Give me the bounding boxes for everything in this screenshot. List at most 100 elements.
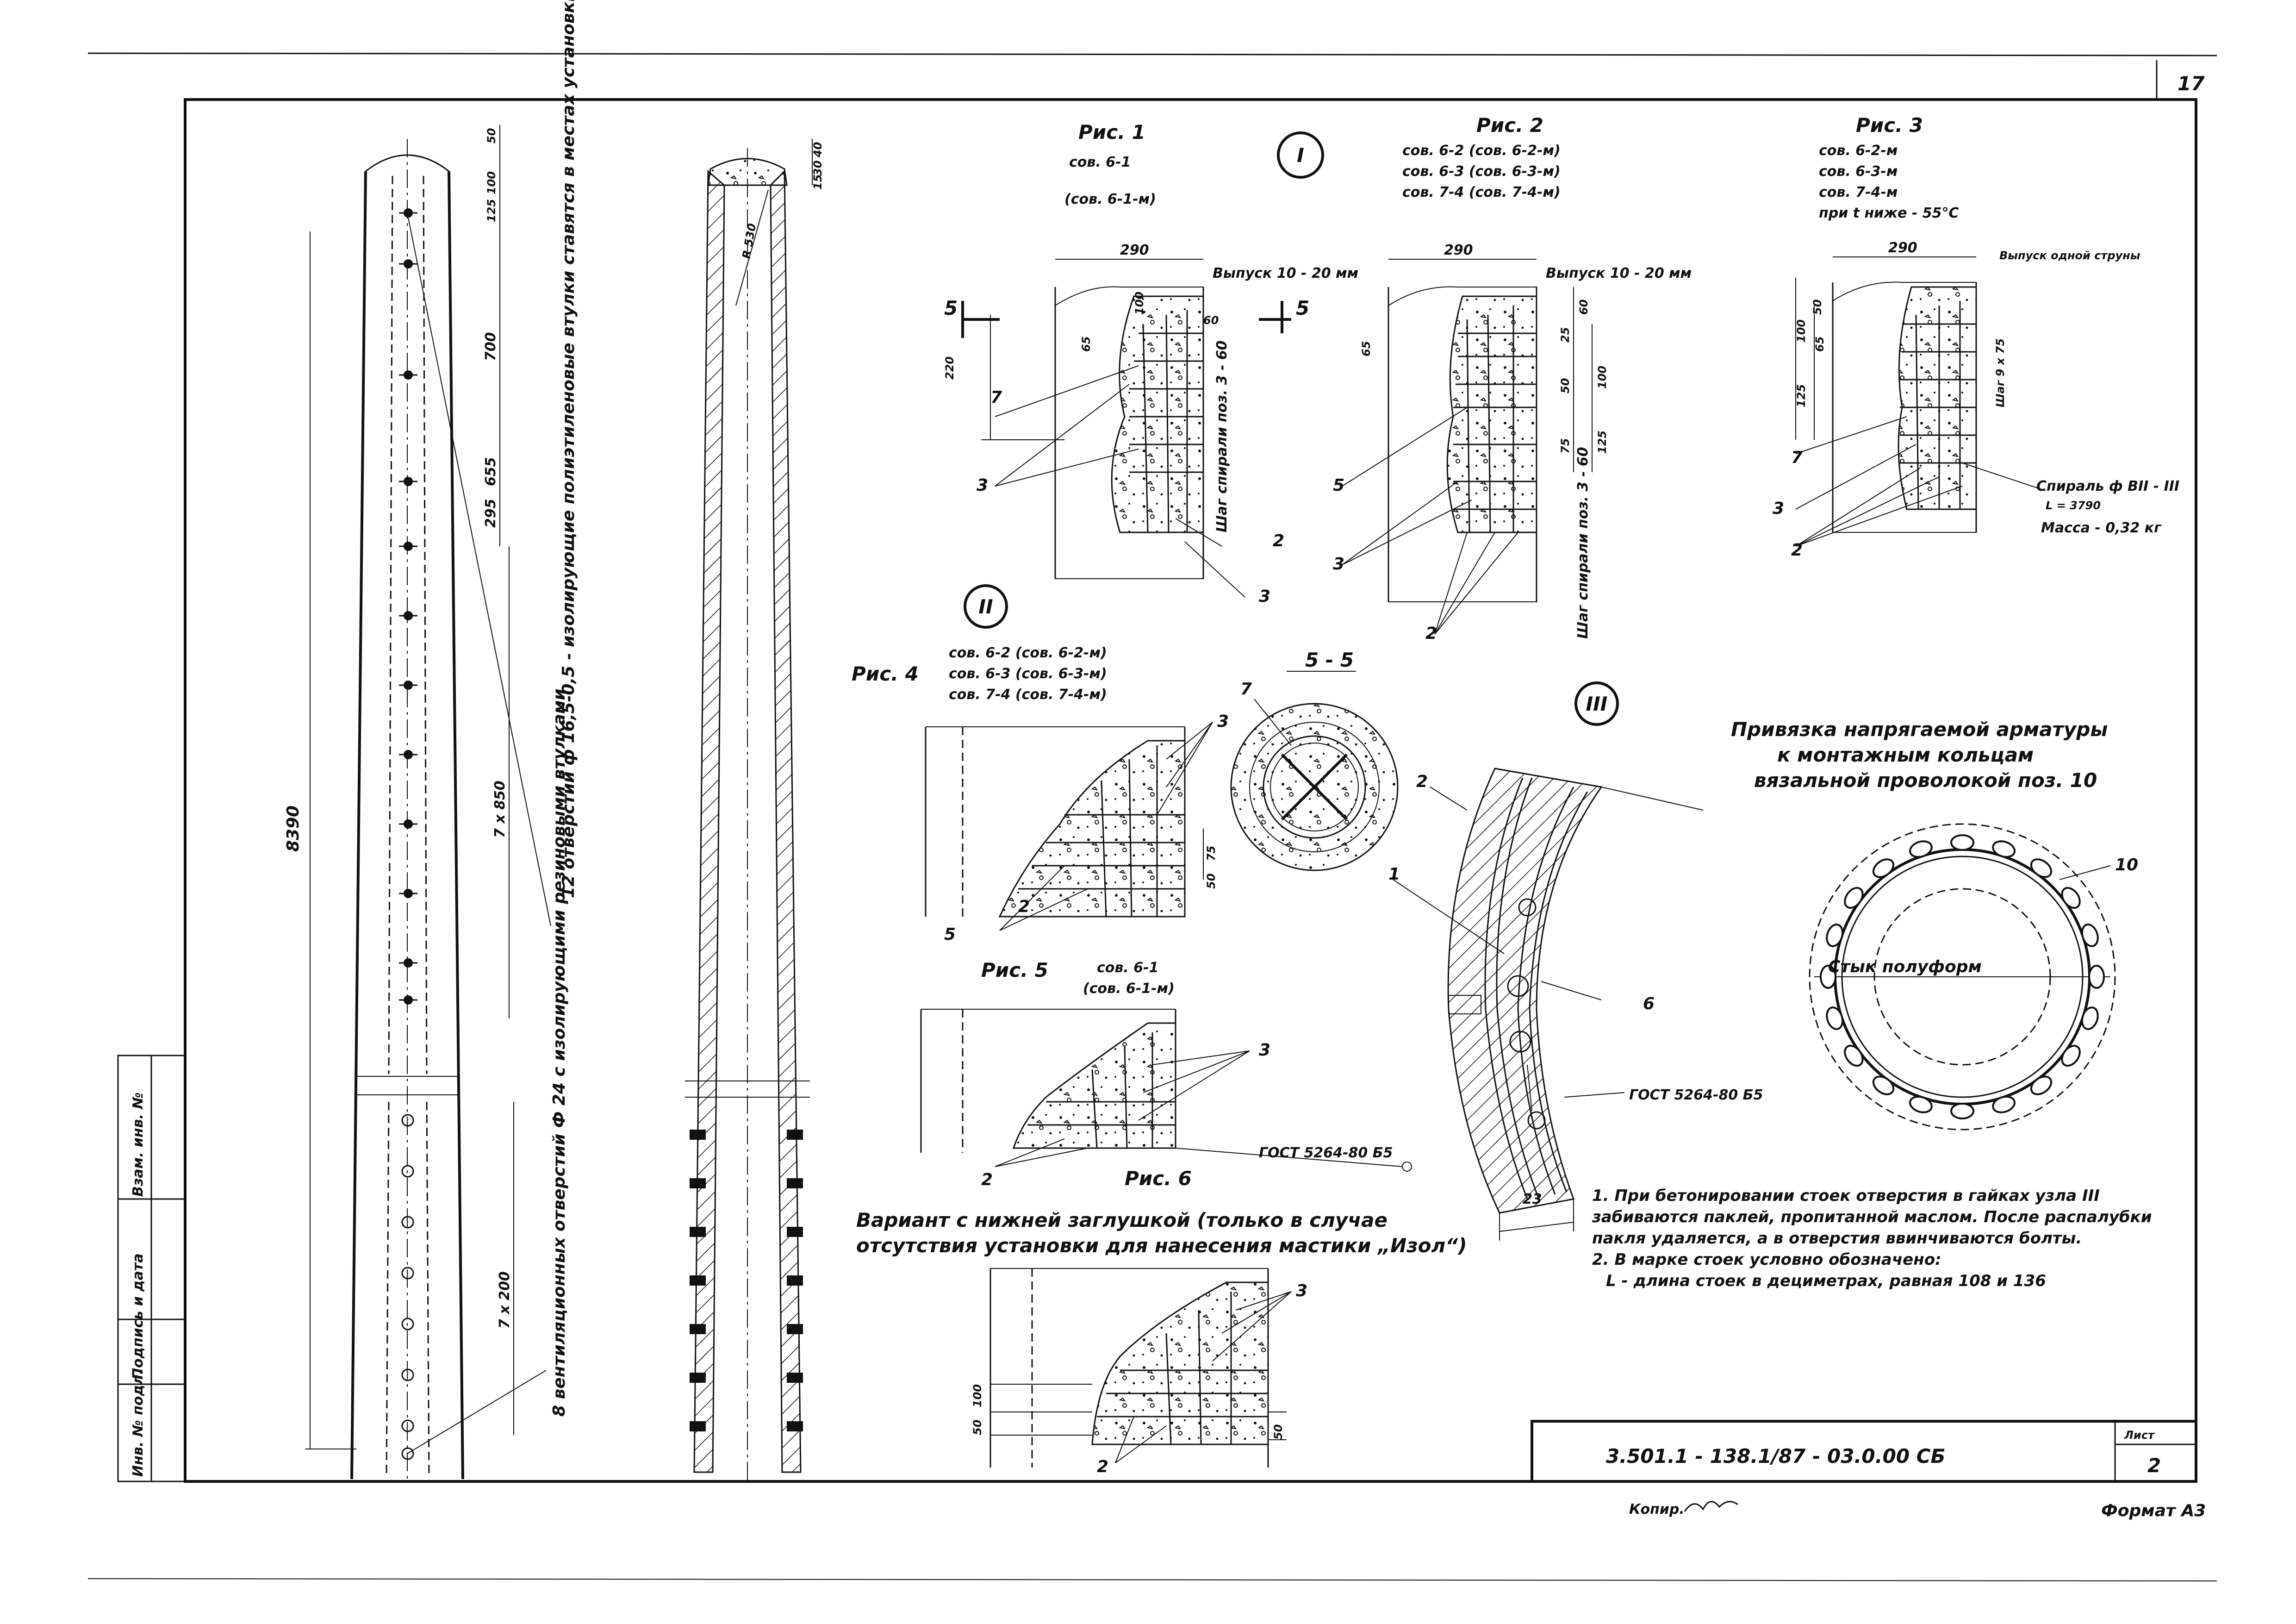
sec-dim-1: 40 xyxy=(811,142,824,158)
fig1-section-mark-right: 5 xyxy=(1296,297,1309,319)
binding-bar-10 xyxy=(1826,1006,1844,1030)
fig5-title: Рис. 5 xyxy=(981,959,1048,981)
fig3-pos-2: 2 xyxy=(1791,541,1803,560)
section-lug-right-6 xyxy=(787,1373,803,1383)
fig5-line-1: сов. 6-1 xyxy=(1097,960,1158,976)
fig2-dim-60: 60 xyxy=(1577,300,1590,315)
variant-drawing xyxy=(989,1268,1292,1468)
fig1-pos-2: 2 xyxy=(1273,531,1284,550)
section-lower-lugs xyxy=(690,1130,803,1431)
title-sheet-label: Лист xyxy=(2124,1429,2155,1442)
elev-dim-top-3: 125 xyxy=(485,199,498,222)
elev-dim-top-6: 295 xyxy=(483,499,499,528)
fig2-outlet: Выпуск 10 - 20 мм xyxy=(1546,265,1692,281)
section-lug-left-3 xyxy=(690,1227,706,1237)
binding-bar-20 xyxy=(2081,924,2099,947)
fig3-dim-50: 50 xyxy=(1811,300,1824,315)
vent-hole-6 xyxy=(401,1368,414,1381)
elev-note-upper-text: 12 отверстий ф 16,5-0,5 - изолирующие по… xyxy=(559,0,578,898)
fig2-line-2: сов. 6-3 (сов. 6-3-м) xyxy=(1402,163,1561,180)
fig2-drawing xyxy=(1342,259,1593,635)
fig5-line-2: (сов. 6-1-м) xyxy=(1083,981,1175,997)
elev-dim-top-2: 100 xyxy=(485,171,498,194)
binding-bar-1 xyxy=(2088,965,2105,989)
fig2-dim-65: 65 xyxy=(1360,341,1373,356)
fig5-drawing xyxy=(920,1009,1412,1172)
section-lug-right-2 xyxy=(787,1178,803,1188)
fig5-pos-3: 3 xyxy=(1259,1041,1270,1060)
fig4-pos-5: 5 xyxy=(944,925,956,944)
binding-bar-5 xyxy=(1992,1095,2016,1113)
node-iii-marker xyxy=(1574,681,1619,726)
fig1-title: Рис. 1 xyxy=(1078,121,1145,144)
fig1-outlet: Выпуск 10 - 20 мм xyxy=(1213,265,1358,281)
binding-title-3: вязальной проволокой поз. 10 xyxy=(1754,769,2097,792)
fig1-dim-100: 100 xyxy=(1133,292,1146,315)
node-iii-pos-2: 2 xyxy=(1416,772,1428,791)
section-lug-right-5 xyxy=(787,1324,803,1334)
stamp-inv-no: Инв. № подл. xyxy=(130,1369,146,1477)
node-iii-pos-6: 6 xyxy=(1643,994,1655,1013)
fig3-outlet: Выпуск одной струны xyxy=(1999,249,2140,262)
fig4-drawing xyxy=(925,722,1213,931)
node-iii-mark: III xyxy=(1586,693,1608,715)
fig1-line-2: (сов. 6-1-м) xyxy=(1064,191,1156,207)
binding-drawing xyxy=(1809,823,2116,1131)
copied-label: Копир. xyxy=(1629,1501,1685,1518)
fig1-dim-65: 65 xyxy=(1080,337,1093,352)
node-i-mark: I xyxy=(1297,144,1304,167)
fig3-dim-100: 100 xyxy=(1795,319,1808,343)
fig3-line-4: при t ниже - 55°С xyxy=(1819,205,1959,221)
fig4-line-2: сов. 6-3 (сов. 6-3-м) xyxy=(949,666,1107,682)
fig2-dim-50: 50 xyxy=(1559,378,1572,394)
fig3-spiral-mass: Масса - 0,32 кг xyxy=(2041,520,2162,536)
node-iii-gost: ГОСТ 5264-80 Б5 xyxy=(1629,1087,1763,1103)
binding-title-1: Привязка напрягаемой арматуры xyxy=(1731,718,2108,741)
fig3-title: Рис. 3 xyxy=(1856,114,1923,137)
node-i-marker xyxy=(1277,131,1324,179)
fig2-pos-5: 5 xyxy=(1333,476,1344,495)
elev-pitch-lower: 7 x 200 xyxy=(497,1271,513,1329)
fig3-line-2: сов. 6-3-м xyxy=(1819,163,1898,180)
stamp-replace-inv: Взам. инв. № xyxy=(130,1092,146,1197)
fig3-dim-290: 290 xyxy=(1888,240,1917,256)
fig1-pos-7: 7 xyxy=(990,388,1002,407)
variant-dim-50: 50 xyxy=(971,1420,984,1435)
vent-hole-7 xyxy=(401,1419,414,1432)
section-lug-right-1 xyxy=(787,1130,803,1140)
elev-note-lower: 8 вентиляционных отверстий Ф 24 с изолир… xyxy=(550,688,569,1417)
binding-bar-9 xyxy=(1844,1044,1864,1067)
binding-bar-18 xyxy=(2030,858,2053,878)
fig1-section-mark-left: 5 xyxy=(944,297,958,319)
fig3-dim-65: 65 xyxy=(1813,337,1826,352)
fig4-pos-3: 3 xyxy=(1217,712,1229,731)
section-lug-right-4 xyxy=(787,1275,803,1286)
fig3-pos-3: 3 xyxy=(1773,499,1784,518)
fig3-line-3: сов. 7-4-м xyxy=(1819,184,1898,200)
binding-bar-6 xyxy=(1950,1103,1974,1119)
binding-bar-17 xyxy=(1992,840,2016,858)
fig2-line-1: сов. 6-2 (сов. 6-2-м) xyxy=(1402,143,1561,159)
binding-bars xyxy=(1820,834,2105,1119)
binding-bar-19 xyxy=(2061,887,2081,909)
binding-bar-12 xyxy=(1826,924,1844,947)
sheet-frame xyxy=(87,52,2217,1581)
format-label: Формат А3 xyxy=(2101,1501,2206,1520)
fig5-gost: ГОСТ 5264-80 Б5 xyxy=(1259,1145,1393,1161)
binding-bar-2 xyxy=(2081,1006,2099,1030)
fig5-pos-2: 2 xyxy=(981,1170,993,1189)
fig4-title: Рис. 4 xyxy=(852,662,919,685)
note-1: 1. При бетонировании стоек отверстия в г… xyxy=(1592,1187,2152,1248)
fig3-step: Шаг 9 x 75 xyxy=(1994,338,2007,407)
fig6-title: Рис. 6 xyxy=(1125,1167,1192,1190)
variant-pos-3: 3 xyxy=(1296,1281,1307,1300)
fig4-dim-50: 50 xyxy=(1205,874,1218,889)
binding-title-2: к монтажным кольцам xyxy=(1777,743,2034,766)
title-sheet-number: 2 xyxy=(2147,1454,2161,1477)
fig2-line-3: сов. 7-4 (сов. 7-4-м) xyxy=(1402,184,1561,200)
section-lug-left-5 xyxy=(690,1324,706,1334)
fig2-dim-125: 125 xyxy=(1596,431,1609,454)
fig2-dim-25: 25 xyxy=(1559,327,1572,343)
fig3-drawing xyxy=(1795,256,2046,547)
elev-dim-top-4: 700 xyxy=(483,332,499,361)
